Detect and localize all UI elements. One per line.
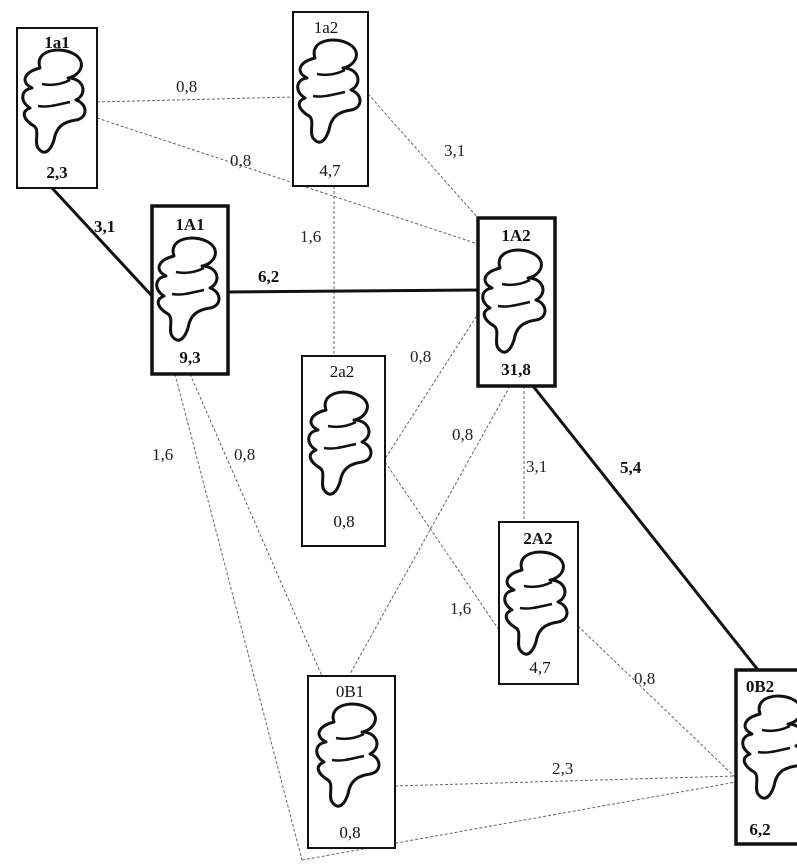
node-title: 2a2 xyxy=(330,362,355,381)
node-title: 1a2 xyxy=(314,18,339,37)
edge-label-1A1-bottom: 1,6 xyxy=(152,445,173,464)
edge-2a2-2A2 xyxy=(385,462,499,630)
node-value: 31,8 xyxy=(501,360,531,379)
node-1a1: 1a1 2,3 xyxy=(17,28,97,188)
edge-label-2A2-0B2: 0,8 xyxy=(634,669,655,688)
edge-label-1a1-1A2: 0,8 xyxy=(230,151,251,170)
edge-label-1a1-1A1: 3,1 xyxy=(94,217,115,236)
edge-label-1a1-1a2: 0,8 xyxy=(176,77,197,96)
node-title: 0B1 xyxy=(336,682,364,701)
node-title: 1A2 xyxy=(501,226,530,245)
node-value: 0,8 xyxy=(333,512,354,531)
edge-label-1A1-0B1: 0,8 xyxy=(234,445,255,464)
node-title: 0B2 xyxy=(746,677,774,696)
node-value: 6,2 xyxy=(749,820,770,839)
node-title: 2A2 xyxy=(523,529,552,548)
node-1A1: 1A1 9,3 xyxy=(152,206,228,374)
edge-label-2a2-2A2: 1,6 xyxy=(450,599,471,618)
edge-1A1-1A2 xyxy=(228,290,478,292)
node-value: 0,8 xyxy=(339,823,360,842)
edge-label-1a2-1A2: 3,1 xyxy=(444,141,465,160)
edge-label-2a2-1A2: 0,8 xyxy=(410,347,431,366)
edge-2A2-0B2 xyxy=(578,626,736,778)
node-0B1: 0B1 0,8 xyxy=(308,676,395,848)
edge-label-0B1-0B2: 2,3 xyxy=(552,759,573,778)
node-2a2: 2a2 0,8 xyxy=(302,356,385,546)
node-value: 9,3 xyxy=(179,348,200,367)
node-value: 4,7 xyxy=(319,161,341,180)
node-value: 4,7 xyxy=(529,658,551,677)
node-1a2: 1a2 4,7 xyxy=(293,12,368,186)
node-value: 2,3 xyxy=(46,163,67,182)
edge-label-1A1-1A2: 6,2 xyxy=(258,267,279,286)
node-0B2: 0B2 6,2 xyxy=(736,670,797,844)
node-2A2: 2A2 4,7 xyxy=(499,522,578,684)
edge-1a1-1a2 xyxy=(97,97,293,102)
edge-1a1-1A1 xyxy=(52,188,152,296)
edge-label-1a2-2a2: 1,6 xyxy=(300,227,321,246)
edge-label-1A2-2A2: 3,1 xyxy=(526,457,547,476)
edge-label-1A2-0B1: 0,8 xyxy=(452,425,473,444)
node-title: 1A1 xyxy=(175,215,204,234)
node-1A2: 1A2 31,8 xyxy=(478,218,555,386)
edge-label-1A2-0B2: 5,4 xyxy=(620,458,642,477)
